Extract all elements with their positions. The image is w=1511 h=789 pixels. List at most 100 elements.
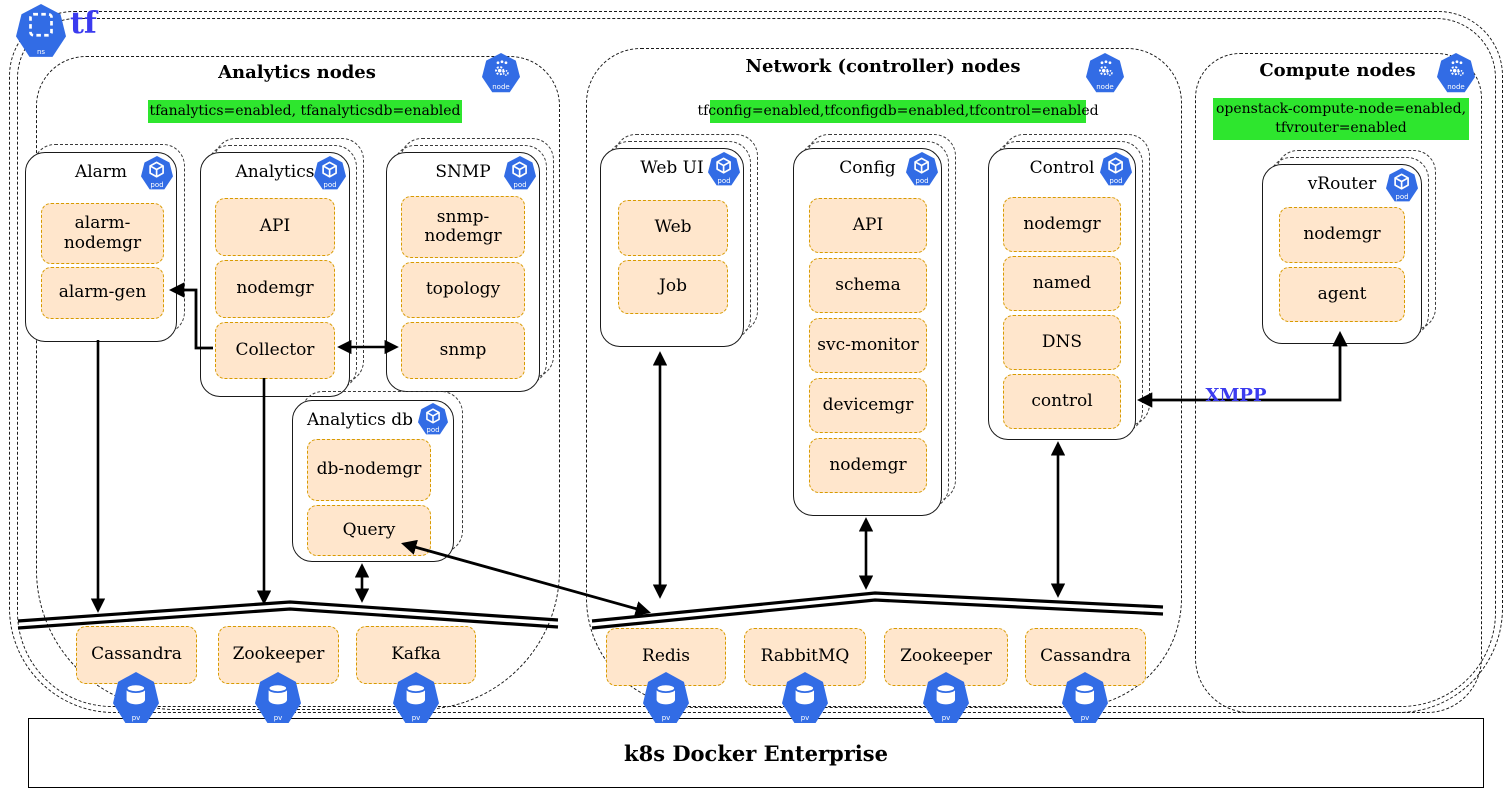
- pv-cylinder-glyph: [932, 679, 960, 711]
- container-config-api: API: [809, 198, 927, 253]
- pv-icon-cassandra-network: pv: [1062, 672, 1108, 724]
- pod-snmp-box: SNMP pod snmp-nodemgr topology snmp: [386, 152, 540, 392]
- pod-alarm-label: Alarm: [74, 162, 128, 182]
- pv-icon-rabbitmq: pv: [782, 672, 828, 724]
- pod-cube-glyph: [147, 159, 166, 180]
- pod-vrouter-box: vRouter pod nodemgr agent: [1262, 164, 1422, 344]
- pv-icon-label: pv: [800, 713, 810, 722]
- pod-vrouter: vRouter pod nodemgr agent: [1262, 150, 1436, 344]
- container-config-schema: schema: [809, 258, 927, 313]
- node-icon-network: node: [1086, 53, 1124, 93]
- pod-icon-label: pod: [717, 176, 731, 185]
- pod-cube-glyph: [714, 155, 733, 176]
- container-control-control: control: [1003, 374, 1121, 429]
- pv-icon-label: pv: [411, 713, 421, 722]
- pod-cube-glyph: [424, 406, 442, 426]
- container-vrouter-nodemgr: nodemgr: [1279, 207, 1405, 263]
- pv-cylinder-glyph: [791, 679, 819, 711]
- pod-icon-label: pod: [513, 180, 527, 189]
- pod-cube-glyph: [320, 159, 339, 180]
- group-compute-title: Compute nodes: [1259, 60, 1416, 81]
- pv-cylinder-glyph: [402, 679, 430, 711]
- pv-icon-label: pv: [661, 713, 671, 722]
- container-query: Query: [307, 505, 431, 556]
- container-control-dns: DNS: [1003, 315, 1121, 370]
- ns-heptagon: [16, 4, 66, 57]
- platform-bar: k8s Docker Enterprise: [28, 718, 1484, 788]
- pod-icon-alarm: pod: [141, 156, 173, 190]
- container-control-nodemgr: nodemgr: [1003, 197, 1121, 252]
- namespace-title: tf: [70, 6, 97, 41]
- xmpp-protocol-label: XMPP: [1205, 385, 1267, 406]
- pod-analytics-label: Analytics: [235, 162, 315, 182]
- container-vrouter-agent: agent: [1279, 267, 1405, 322]
- node-heptagon: [1086, 53, 1124, 93]
- pv-cylinder-glyph: [1071, 679, 1099, 711]
- pod-icon-label: pod: [150, 180, 164, 189]
- pod-webui-label: Web UI: [640, 158, 704, 178]
- pv-icon-zookeeper-network: pv: [923, 672, 969, 724]
- selector-label-analytics: tfanalytics=enabled, tfanalyticsdb=enabl…: [148, 100, 462, 123]
- pod-webui-box: Web UI pod Web Job: [600, 148, 744, 347]
- namespace-boundary-inner: [17, 18, 1496, 707]
- pod-config-label: Config: [839, 158, 896, 178]
- node-glyph: [1094, 56, 1117, 81]
- node-glyph: [1445, 56, 1468, 81]
- pv-icon-redis: pv: [643, 672, 689, 724]
- pod-icon-analytics: pod: [314, 156, 346, 190]
- container-config-devicemgr: devicemgr: [809, 378, 927, 433]
- pod-icon-label: pod: [915, 176, 929, 185]
- pod-cube-glyph: [510, 159, 529, 180]
- pod-config: Config pod API schema svc-monitor device…: [793, 134, 956, 516]
- pod-icon-webui: pod: [708, 152, 740, 186]
- pv-cylinder-glyph: [264, 679, 292, 711]
- container-job: Job: [618, 260, 728, 314]
- selector-label-network: tfconfig=enabled,tfconfigdb=enabled,tfco…: [697, 100, 1099, 123]
- ns-glyph: [26, 8, 56, 41]
- pv-icon-label: pv: [941, 713, 951, 722]
- group-network-title: Network (controller) nodes: [745, 56, 1021, 77]
- storage-cassandra-analytics: Cassandra: [76, 626, 197, 684]
- pod-icon-label: pod: [1395, 192, 1409, 201]
- pod-analyticsdb: Analytics db pod db-nodemgr Query: [292, 391, 463, 562]
- pod-icon-vrouter: pod: [1386, 168, 1418, 202]
- pod-icon-control: pod: [1100, 152, 1132, 186]
- pv-cylinder-glyph: [122, 679, 150, 711]
- container-web: Web: [618, 200, 728, 256]
- container-analytics-collector: Collector: [215, 322, 335, 379]
- container-db-nodemgr: db-nodemgr: [307, 439, 431, 501]
- group-analytics-nodes: [36, 56, 560, 710]
- container-snmp-topology: topology: [401, 262, 525, 318]
- ns-icon-label: ns: [36, 47, 46, 56]
- pv-icon-label: pv: [1080, 713, 1090, 722]
- pod-icon-analyticsdb: pod: [418, 403, 448, 435]
- pv-icon-label: pv: [273, 713, 283, 722]
- pod-icon-label: pod: [426, 425, 440, 434]
- group-analytics-title: Analytics nodes: [218, 62, 376, 83]
- pod-snmp-label: SNMP: [435, 162, 491, 182]
- container-alarm-nodemgr: alarm-nodemgr: [41, 203, 164, 264]
- pod-alarm: Alarm pod alarm-nodemgr alarm-gen: [25, 144, 185, 342]
- container-config-svc-monitor: svc-monitor: [809, 318, 927, 373]
- pod-analytics: Analytics pod API nodemgr Collector: [200, 138, 364, 397]
- pod-vrouter-label: vRouter: [1307, 174, 1377, 194]
- node-icon-label: node: [1096, 83, 1114, 92]
- pod-analytics-box: Analytics pod API nodemgr Collector: [200, 152, 350, 397]
- pod-control-box: Control pod nodemgr named DNS control: [988, 148, 1136, 440]
- namespace-icon: ns: [16, 4, 66, 58]
- container-alarm-gen: alarm-gen: [41, 267, 164, 319]
- platform-title: k8s Docker Enterprise: [624, 740, 888, 766]
- pv-icon-label: pv: [131, 713, 141, 722]
- pod-cube-glyph: [1106, 155, 1125, 176]
- node-heptagon: [1437, 53, 1475, 93]
- selector-label-compute: openstack-compute-node=enabled, tfvroute…: [1213, 98, 1469, 140]
- container-control-named: named: [1003, 256, 1121, 311]
- pod-icon-label: pod: [323, 180, 337, 189]
- node-icon-label: node: [1447, 83, 1465, 92]
- node-glyph: [490, 56, 513, 81]
- pod-alarm-box: Alarm pod alarm-nodemgr alarm-gen: [25, 152, 177, 342]
- pod-icon-label: pod: [1109, 176, 1123, 185]
- pod-snmp: SNMP pod snmp-nodemgr topology snmp: [386, 138, 554, 392]
- node-icon-compute: node: [1437, 53, 1475, 93]
- container-snmp-snmp: snmp: [401, 322, 525, 379]
